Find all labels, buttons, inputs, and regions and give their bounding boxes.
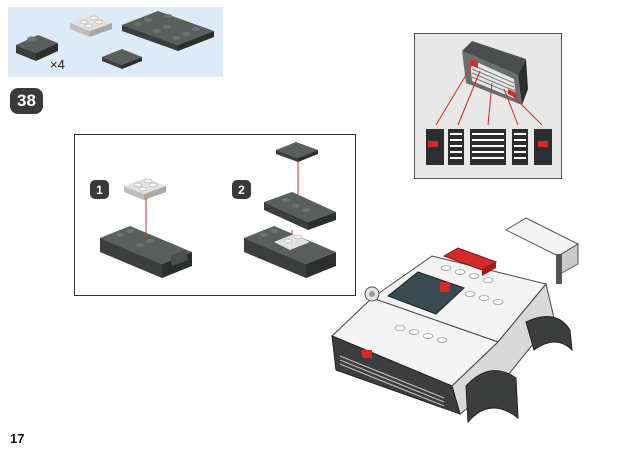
red-roof-piece — [442, 247, 498, 276]
grille-assembly — [462, 41, 528, 105]
hood-emblem — [440, 282, 450, 292]
sticker-tiles — [426, 129, 552, 165]
sticker-pointer-lines — [435, 64, 543, 126]
parts-illustration — [16, 11, 214, 69]
dark-tile-part — [102, 49, 142, 69]
substep-badge-2: 2 — [232, 180, 251, 199]
substep-1-dark-base — [100, 226, 192, 278]
roof-studs — [394, 265, 504, 343]
dark-long-plate-part — [122, 11, 214, 51]
car-body — [331, 255, 555, 415]
substep-2-middle-part — [264, 192, 336, 230]
step-number-badge: 38 — [10, 88, 43, 114]
substep-illustrations — [100, 142, 336, 278]
page-number: 17 — [10, 431, 25, 446]
parts-multiplier: ×4 — [50, 57, 65, 72]
front-emblem — [362, 350, 372, 358]
substep-2-dark-base — [244, 226, 336, 278]
front-grille — [339, 355, 445, 407]
slope-brick-part — [16, 35, 58, 61]
substep-badge-1: 1 — [90, 180, 109, 199]
rear-spoiler — [504, 217, 580, 284]
sticker-detail-illustration — [426, 41, 552, 165]
side-mirror — [364, 286, 380, 302]
substep-2-dark-tile — [276, 142, 318, 162]
wheel-arches — [465, 316, 573, 424]
substep-1-light-plate — [124, 178, 166, 200]
car-model-illustration — [331, 217, 580, 424]
light-grey-plate-part — [70, 15, 112, 37]
